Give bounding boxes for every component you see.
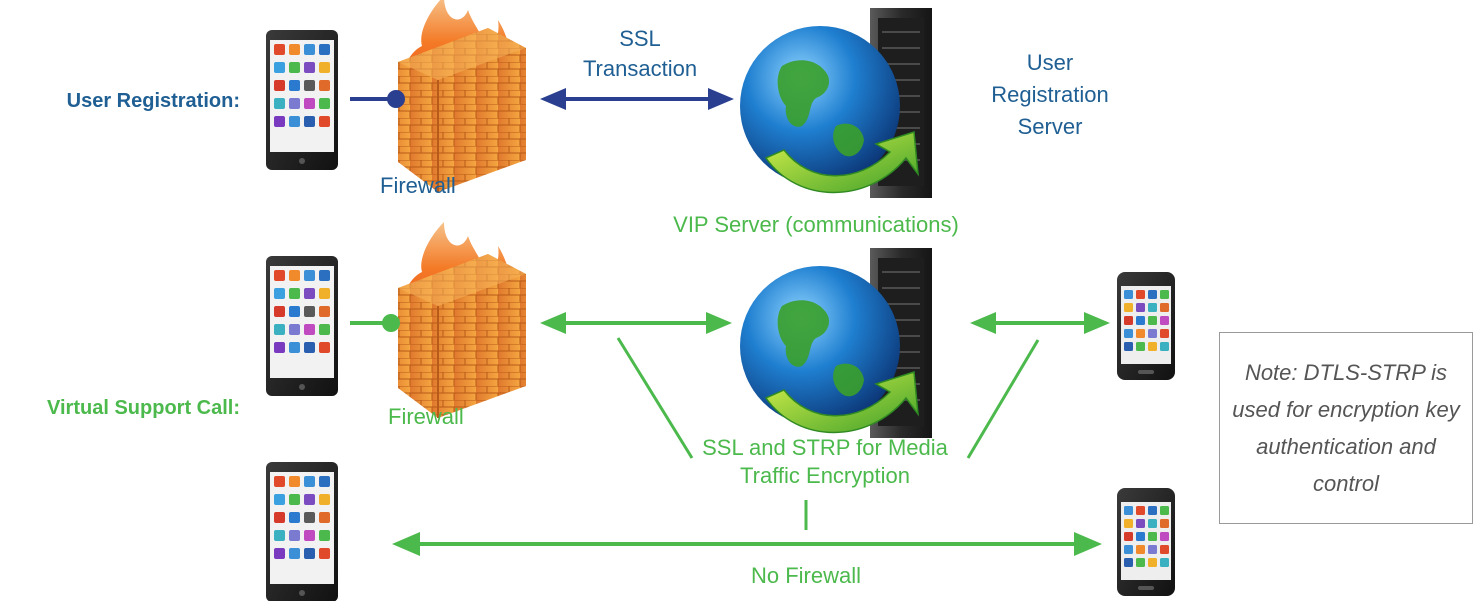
encryption-note: Note: DTLS-STRP is used for encryption k… [1219,332,1473,524]
server-to-phone-arrow [970,312,1110,334]
encryption-line: Traffic Encryption [740,463,910,488]
ssl-transaction-arrow [540,88,734,110]
registration-server-line: User [1026,50,1074,75]
no-firewall-arrow [392,532,1102,556]
registration-server-line: Registration [991,82,1109,107]
globe-server-icon [739,7,933,199]
tablet-icon [266,462,338,601]
encryption-callout-lines [616,337,1040,530]
firewall-icon [397,0,527,193]
virtual-support-connector [350,314,400,332]
vip-server-label: VIP Server (communications) [673,212,959,237]
ssl-transaction-line: Transaction [582,56,698,81]
tablet-icon [266,256,338,396]
firewall-icon [397,221,527,419]
tablet-icon [266,30,338,170]
ssl-transaction-line: SSL [619,26,661,51]
globe-server-icon [739,247,933,439]
no-firewall-label: No Firewall [750,563,862,588]
virtual-support-call-label: Virtual Support Call: [47,397,240,419]
encryption-line: SSL and STRP for Media [702,435,948,460]
smartphone-icon [1117,488,1175,596]
smartphone-icon [1117,272,1175,380]
user-registration-connector [350,90,405,108]
firewall-to-server-arrow [540,312,732,334]
registration-server-line: Server [1017,114,1083,139]
encryption-label: SSL and STRP for Media Traffic Encryptio… [680,434,970,490]
ssl-transaction-label: SSL Transaction [560,24,720,84]
firewall-label: Firewall [380,173,456,198]
registration-server-label: User Registration Server [970,47,1130,143]
firewall-label: Firewall [388,404,464,429]
user-registration-label: User Registration: [66,90,240,112]
